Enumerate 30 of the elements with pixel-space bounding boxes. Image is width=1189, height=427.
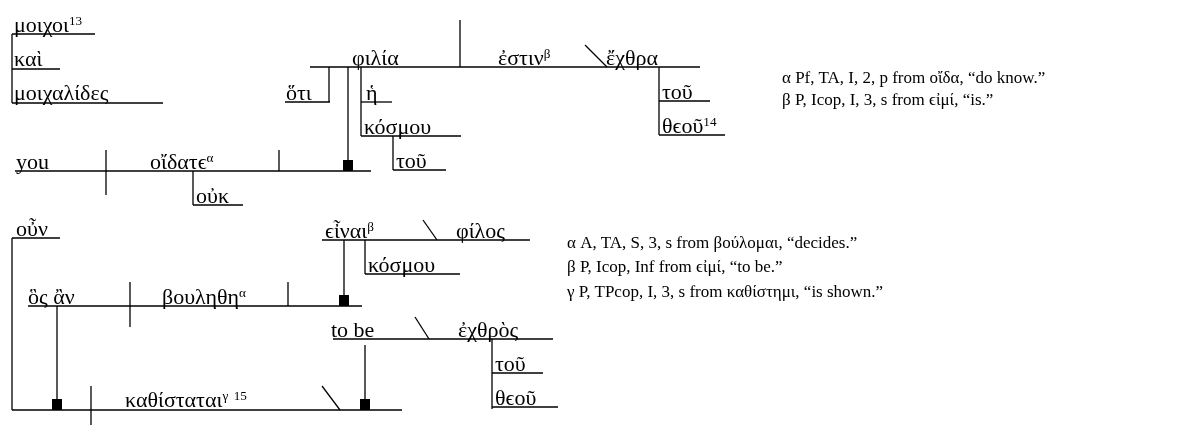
- footnote-text: β P, Icop, Inf from ϵἰμί, “to be.”: [567, 257, 783, 277]
- word-label: μοιχοι$^{13}$: [14, 14, 83, 36]
- word-label: θϵοῦ: [495, 387, 537, 409]
- word-label: to be: [331, 319, 375, 341]
- word-label: ἐχθρὸς: [458, 319, 519, 341]
- footnote-text: α A, TA, S, 3, s from βούλομαι, “decides.”: [567, 233, 858, 253]
- footnote-text: β P, Icop, I, 3, s from ϵἰμί, “is.”: [782, 90, 994, 110]
- word-label: φιλία: [352, 47, 399, 69]
- word-label: ἐστιν$^{β}$: [498, 47, 551, 69]
- word-label: ϵἶναι$^{β}$: [325, 220, 374, 242]
- word-label: οἴδατϵ$^{α}$: [150, 151, 214, 173]
- word-label: θϵοῦ$^{14}$: [662, 115, 717, 137]
- word-label: οὐκ: [196, 185, 229, 207]
- word-label: τοῦ: [662, 81, 693, 103]
- word-label: βουληθη$^{α}$: [162, 286, 247, 308]
- word-label: τοῦ: [396, 150, 427, 172]
- word-label: τοῦ: [495, 353, 526, 375]
- footnote-text: γ P, TPcop, I, 3, s from καθίστημι, “is shown.”: [567, 282, 884, 302]
- word-label: μοιχαλίδες: [14, 82, 109, 104]
- word-label: ὅτι: [286, 82, 312, 104]
- word-label: κόσμου: [364, 116, 432, 138]
- word-label: οὖν: [16, 218, 48, 240]
- word-label: ἡ: [366, 82, 378, 104]
- word-label: κόσμου: [368, 254, 436, 276]
- word-label: ὃς ἂν: [28, 286, 75, 308]
- word-label: you: [16, 151, 49, 173]
- word-label: καὶ: [14, 48, 43, 70]
- word-label: ἔχθρα: [606, 47, 659, 69]
- word-label: φίλος: [456, 220, 505, 242]
- footnote-text: α Pf, TA, I, 2, p from οἴδα, “do know.”: [782, 68, 1046, 88]
